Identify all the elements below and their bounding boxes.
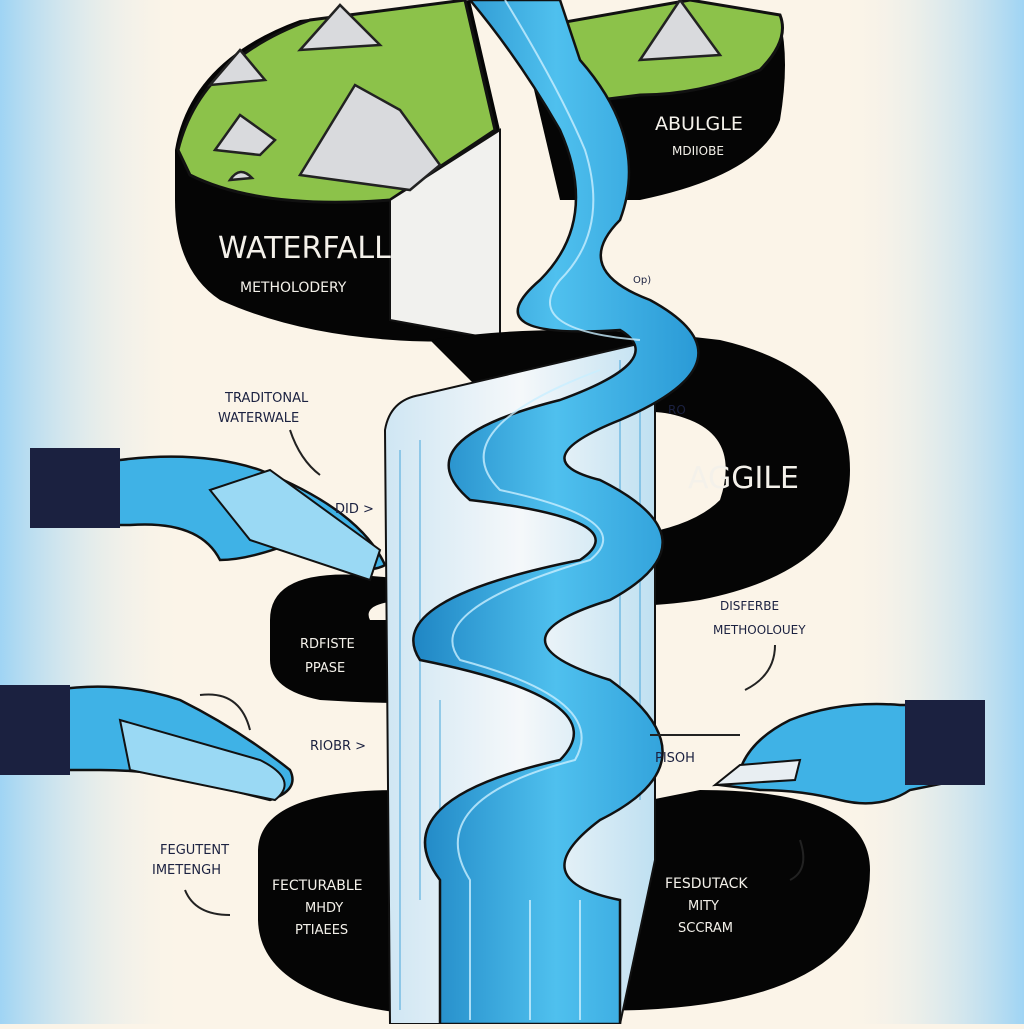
frequent-label-line1: FEGUTENT: [160, 843, 229, 858]
arrow-icon: [789, 839, 805, 881]
arrow-icon: [744, 644, 776, 691]
arrow-icon: [289, 429, 321, 476]
annotation-arrows: [184, 429, 805, 916]
feedback-label-line2: MITY: [688, 899, 719, 914]
hand-left-top: [30, 448, 387, 582]
different-label-line2: METHOOLOUEY: [713, 623, 806, 637]
glass-vial-icon: [208, 468, 382, 582]
river-highlights: [451, 0, 641, 1020]
prism-icon: [711, 758, 802, 787]
waterfall-title: WATERFALL: [218, 231, 391, 266]
waterfall-subtitle: METHOLODERY: [240, 280, 347, 296]
waterfall-island: [175, 0, 501, 342]
frequent-label-line2: IMETENGH: [152, 863, 221, 878]
glass-vial-icon: [118, 718, 286, 802]
agile-title: AGGILE: [688, 461, 799, 496]
phase-label-line2: PPASE: [305, 661, 345, 676]
fectural-label-line1: FECTURABLE: [272, 878, 362, 894]
river: [412, 0, 700, 1026]
phase-label-line1: RDFISTE: [300, 637, 355, 652]
arrow-icon: [184, 889, 231, 916]
rock-icon: [637, 0, 723, 62]
pisoh-marker: PISOH: [655, 751, 695, 766]
agile-top-subtitle: MDIIOBE: [672, 144, 724, 158]
did-marker: DID >: [335, 502, 374, 517]
fectural-label-line3: PTIAEES: [295, 923, 348, 938]
traditional-label-line2: WATERWALE: [218, 411, 299, 426]
agile-top-title: ABULGLE: [655, 113, 743, 135]
hand-left-bottom: [0, 685, 294, 802]
feedback-label-line3: SCCRAM: [678, 921, 733, 936]
hand-right: [711, 700, 985, 805]
ro-marker: RO: [668, 403, 686, 417]
feedback-label-line1: FESDUTACK: [665, 876, 748, 892]
fectural-label-line2: MHDY: [305, 901, 343, 916]
rock-icon: [207, 3, 442, 192]
arrow-icon: [199, 693, 251, 731]
traditional-label-line1: TRADITONAL: [224, 391, 309, 406]
riobr-marker: RIOBR >: [310, 739, 366, 754]
op-marker: Op): [633, 275, 651, 286]
different-label-line1: DISFERBE: [720, 599, 779, 613]
